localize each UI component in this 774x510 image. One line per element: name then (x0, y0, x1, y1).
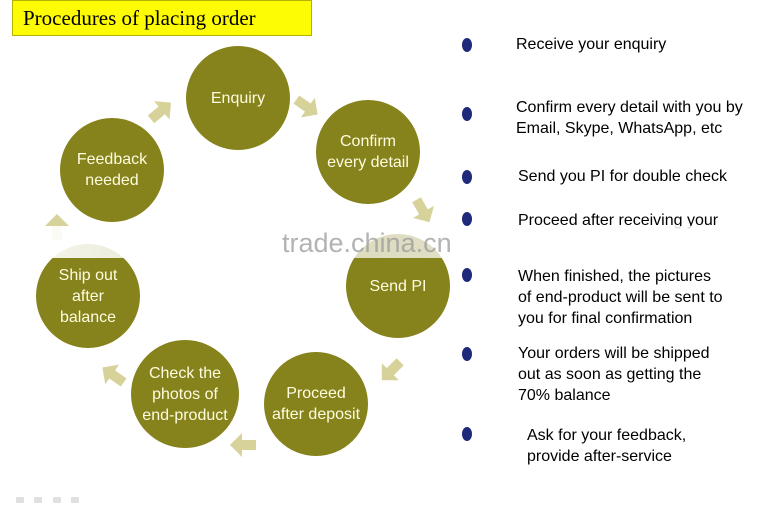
dot-icon (71, 497, 80, 503)
cycle-circle-confirm: Confirm every detail (316, 100, 420, 204)
step-text: Proceed after receiving your (518, 212, 719, 229)
step-text: Receive your enquiry (516, 36, 667, 53)
arrow-up-left-icon (92, 354, 134, 396)
cycle-circle-proceed: Proceed after deposit (264, 352, 368, 456)
arrow-left-icon (228, 430, 258, 460)
step-text: When finished, the pictures of end-produ… (518, 268, 723, 327)
dot-icon (34, 497, 43, 503)
cycle-circle-ship-out: Ship out after balance (36, 244, 140, 348)
step-text: Send you PI for double check (518, 168, 728, 185)
arrow-down-icon (403, 191, 444, 232)
dot-icon (52, 497, 61, 503)
watermark-text: trade.china.cn (282, 228, 452, 258)
cycle-circle-feedback: Feedback needed (60, 118, 164, 222)
page-title: Procedures of placing order (12, 0, 312, 36)
bullet-icon (462, 268, 472, 282)
arrow-up-right-icon (140, 90, 182, 132)
dot-icon (16, 497, 24, 503)
bullet-icon (462, 427, 472, 441)
cycle-circle-enquiry: Enquiry (186, 46, 290, 150)
step-text: Confirm every detail with you by Email, … (516, 99, 743, 137)
bullet-icon (462, 212, 472, 226)
cycle-circle-check-photos: Check the photos of end-product (131, 340, 239, 448)
bullet-icon (462, 107, 472, 121)
step-text: Your orders will be shipped out as soon … (518, 345, 710, 404)
decorative-icons (16, 490, 85, 508)
bullet-icon (462, 347, 472, 361)
overlay-band (0, 226, 774, 258)
step-text: Ask for your feedback, provide after-ser… (527, 427, 687, 465)
arrow-down-left-icon (370, 350, 412, 392)
arrow-right-icon (286, 86, 328, 128)
bullet-icon (462, 38, 472, 52)
bullet-icon (462, 170, 472, 184)
